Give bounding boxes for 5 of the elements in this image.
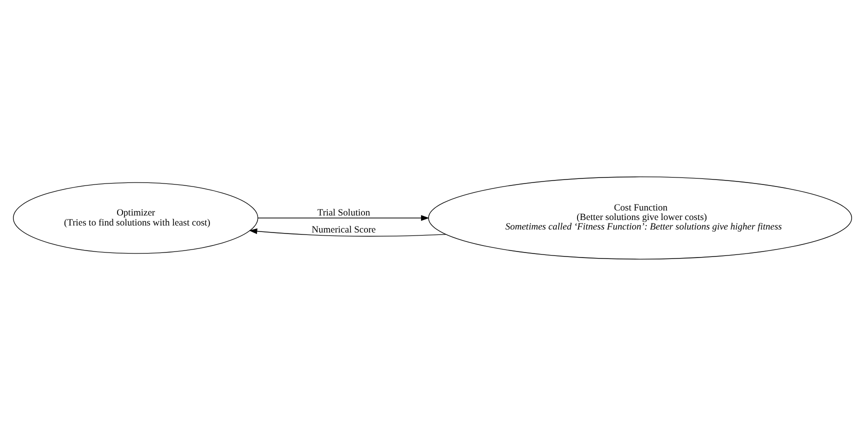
arrow xyxy=(249,228,446,237)
edge-label: Numerical Score xyxy=(312,225,376,236)
edge-label: Trial Solution xyxy=(317,208,370,218)
arrow xyxy=(258,215,430,221)
node-ellipse: Cost Function (Better solutions give lower costs) Sometimes called ‘Fitness Function’: Better solutions give higher fitness xyxy=(428,176,852,260)
